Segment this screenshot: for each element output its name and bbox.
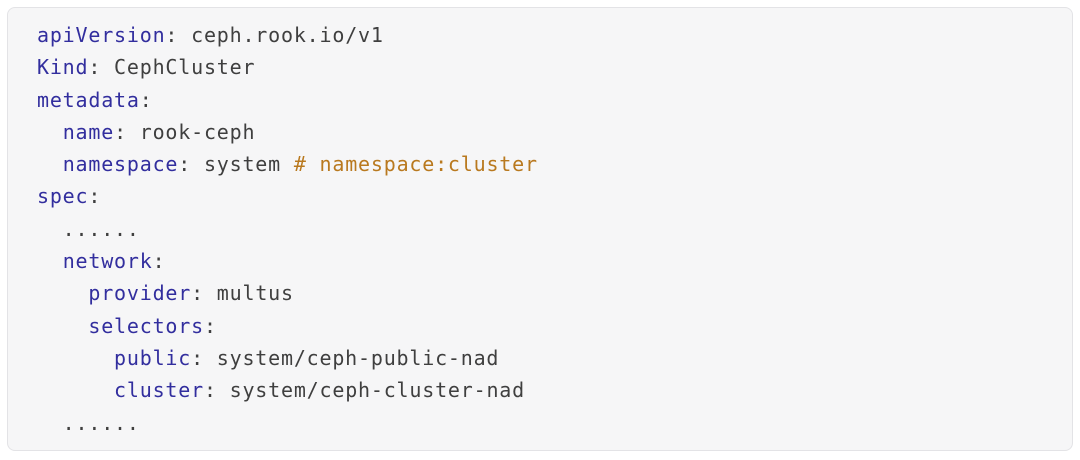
- code-line: apiVersion: ceph.rook.io/v1: [37, 19, 1062, 51]
- code-line: spec:: [37, 180, 1062, 212]
- code-token-key: metadata: [37, 87, 140, 112]
- code-token-plain: : ceph.rook.io/v1: [165, 23, 384, 47]
- code-token-key: selectors: [88, 313, 204, 338]
- code-token-plain: [37, 281, 88, 305]
- code-line: cluster: system/ceph-cluster-nad: [37, 374, 1062, 406]
- code-token-plain: [37, 152, 63, 176]
- code-line: ......: [37, 213, 1062, 245]
- code-token-key: name: [62, 119, 115, 144]
- code-line: public: system/ceph-public-nad: [37, 342, 1062, 374]
- code-token-key: apiVersion: [37, 23, 166, 47]
- code-line: Kind: CephCluster: [37, 51, 1062, 83]
- code-token-plain: :: [88, 184, 102, 209]
- code-token-key: namespace: [62, 152, 179, 177]
- code-token-plain: : system: [178, 152, 294, 177]
- code-token-plain: : system/ceph-public-nad: [191, 345, 500, 370]
- code-token-plain: : system/ceph-cluster-nad: [203, 378, 525, 403]
- code-token-key: cluster: [114, 378, 204, 403]
- code-token-plain: [37, 346, 114, 370]
- code-line: ......: [37, 407, 1062, 439]
- code-line: selectors:: [37, 310, 1062, 342]
- code-token-plain: :: [203, 313, 217, 338]
- code-token-key: public: [114, 345, 192, 370]
- code-token-key: provider: [88, 281, 192, 306]
- code-token-key: spec: [37, 184, 89, 209]
- code-token-plain: :: [139, 87, 153, 112]
- code-line: network:: [37, 245, 1062, 277]
- code-token-comment: # namespace:cluster: [293, 152, 538, 177]
- code-token-key: Kind: [37, 55, 89, 80]
- code-line: metadata:: [37, 84, 1062, 116]
- code-line: name: rook-ceph: [37, 116, 1062, 148]
- code-token-plain: [37, 249, 63, 273]
- code-token-plain: [37, 378, 114, 402]
- code-token-key: network: [62, 249, 153, 274]
- code-token-plain: : multus: [191, 281, 294, 306]
- code-token-plain: [37, 120, 63, 144]
- code-token-plain: : rook-ceph: [114, 119, 256, 144]
- code-token-plain: ......: [37, 410, 140, 435]
- code-token-plain: : CephCluster: [88, 55, 256, 80]
- code-token-plain: :: [152, 249, 166, 274]
- code-line: namespace: system # namespace:cluster: [37, 148, 1062, 180]
- code-token-plain: [37, 314, 88, 338]
- code-token-plain: ......: [37, 216, 140, 241]
- code-line: provider: multus: [37, 277, 1062, 309]
